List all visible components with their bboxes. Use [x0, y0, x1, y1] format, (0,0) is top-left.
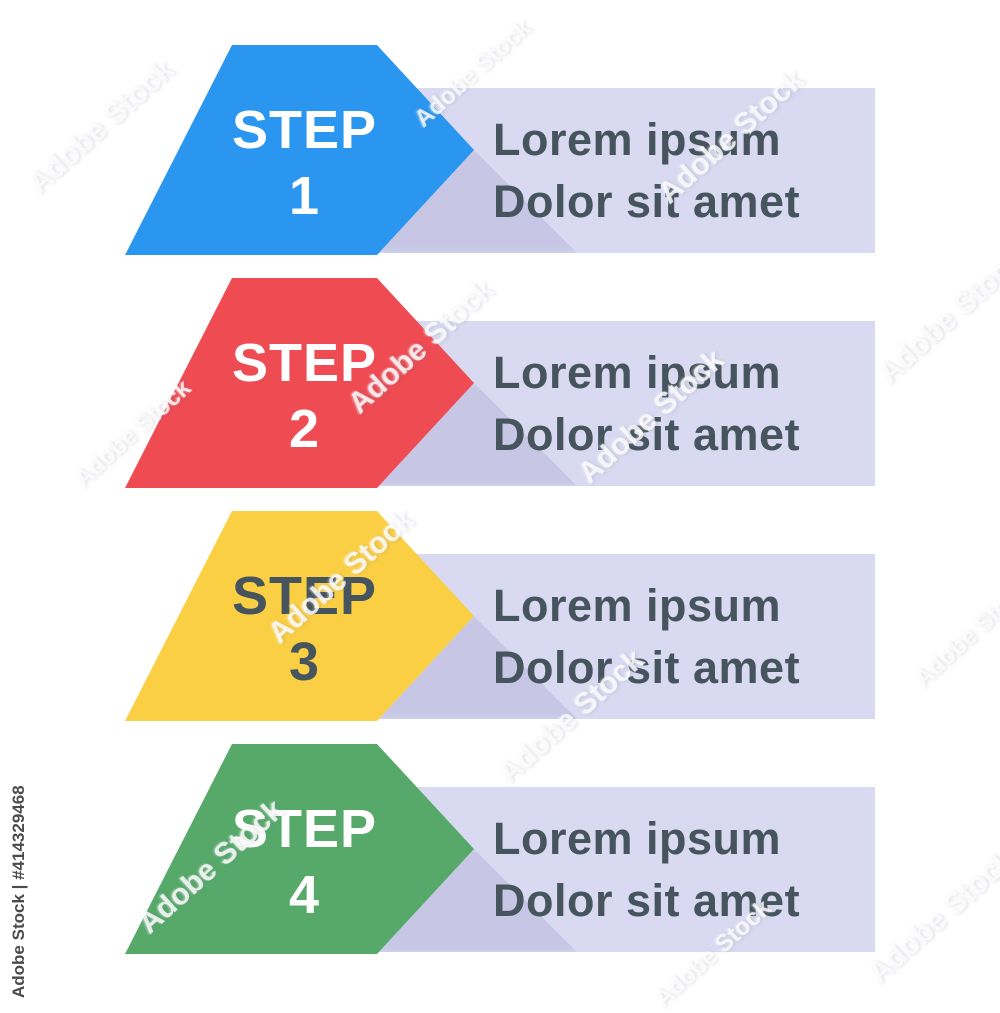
step-4-description: Lorem ipsum Dolor sit amet: [493, 787, 867, 952]
step-label: STEP: [231, 333, 378, 393]
step-label: STEP: [231, 566, 378, 626]
step-1-banner: Lorem ipsum Dolor sit amet: [330, 88, 875, 253]
step-number: 1: [288, 166, 321, 226]
description-line-1: Lorem ipsum: [493, 113, 782, 165]
step-4-title: STEP 4: [231, 757, 378, 954]
step-number: 2: [288, 399, 321, 459]
description-line-2: Dolor sit amet: [493, 408, 801, 460]
description-line-2: Dolor sit amet: [493, 641, 801, 693]
step-row-2: Lorem ipsum Dolor sit amet STEP 2: [0, 278, 1000, 489]
description-line-2: Dolor sit amet: [493, 874, 801, 926]
description-line-1: Lorem ipsum: [493, 579, 782, 631]
step-3-title: STEP 3: [231, 524, 378, 721]
description-line-1: Lorem ipsum: [493, 812, 782, 864]
description-line-1: Lorem ipsum: [493, 346, 782, 398]
step-1-description: Lorem ipsum Dolor sit amet: [493, 88, 867, 253]
step-label: STEP: [231, 799, 378, 859]
step-label: STEP: [231, 100, 378, 160]
step-2-description: Lorem ipsum Dolor sit amet: [493, 321, 867, 486]
step-row-3: Lorem ipsum Dolor sit amet STEP 3: [0, 511, 1000, 722]
step-number: 3: [288, 632, 321, 692]
step-row-4: Lorem ipsum Dolor sit amet STEP 4: [0, 744, 1000, 955]
step-2-title: STEP 2: [231, 291, 378, 488]
step-row-1: Lorem ipsum Dolor sit amet STEP 1: [0, 45, 1000, 256]
stock-id-label: Adobe Stock | #414329468: [9, 785, 28, 998]
description-line-2: Dolor sit amet: [493, 175, 801, 227]
step-3-description: Lorem ipsum Dolor sit amet: [493, 554, 867, 719]
step-1-title: STEP 1: [231, 58, 378, 255]
step-number: 4: [288, 865, 321, 925]
